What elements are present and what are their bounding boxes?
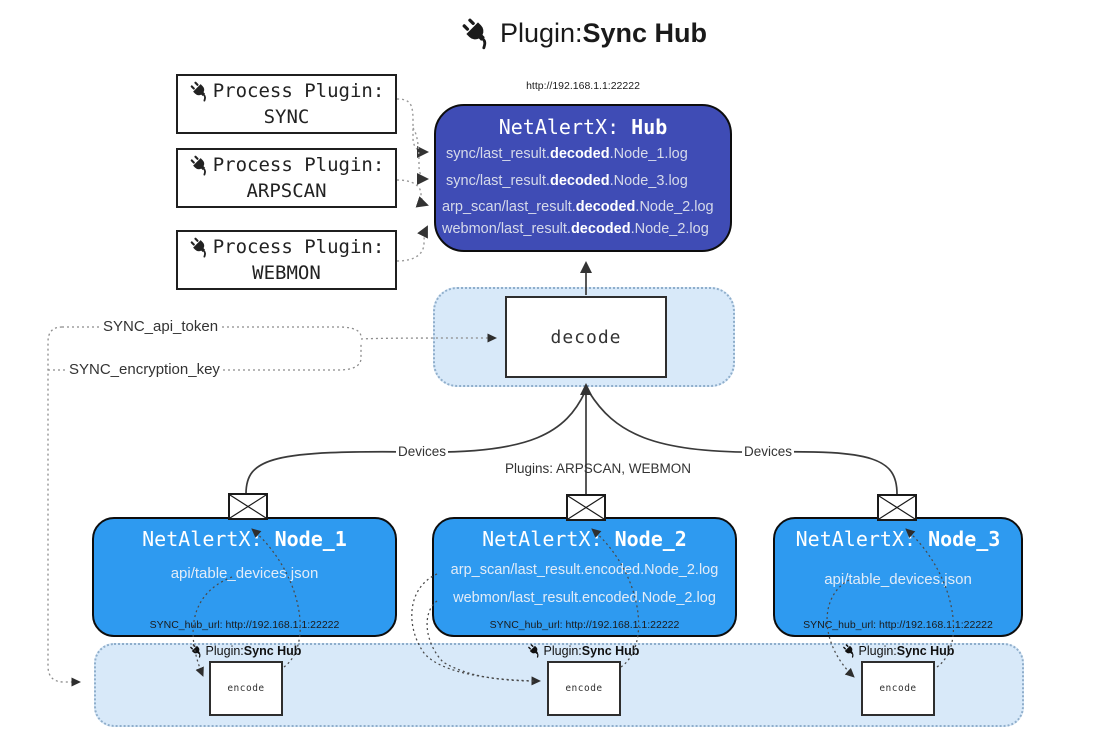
encode-box[interactable]: encode: [861, 661, 935, 716]
hub-title-name: Hub: [631, 115, 668, 139]
edge-devices-right: [588, 391, 898, 495]
encode-label: encode: [227, 683, 265, 694]
edge-sync-to-hub-1: [396, 98, 429, 158]
devices-label-left: Devices: [396, 444, 449, 459]
encode-box[interactable]: encode: [209, 661, 283, 716]
process-plugin-box-arpscan[interactable]: Process Plugin: ARPSCAN: [176, 148, 397, 208]
node-title-prefix: NetAlertX:: [142, 527, 275, 551]
encryption-key-label: SYNC_encryption_key: [66, 361, 223, 378]
node-file-line: api/table_devices.json: [170, 565, 319, 582]
devices-label-right: Devices: [742, 444, 795, 459]
encode-label: encode: [565, 683, 603, 694]
page-title-prefix: Plugin:: [499, 17, 583, 48]
hub-url-label: http://192.168.1.1:22222: [526, 80, 640, 92]
log-pre: sync/last_result.: [446, 146, 550, 162]
node-hub-url: SYNC_hub_url: http://192.168.1.1:22222: [489, 619, 680, 631]
log-post: .Node_2.log: [630, 221, 709, 237]
node-box-node-2[interactable]: NetAlertX: Node_2 arp_scan/last_result.e…: [432, 517, 737, 637]
encode-label: encode: [879, 683, 917, 694]
node-title: NetAlertX: Node_1: [94, 527, 395, 551]
log-bold: decoded: [570, 221, 631, 237]
envelope-icon: [228, 493, 268, 520]
log-post: .Node_1.log: [609, 146, 688, 162]
plugin-label-prefix: Plugin:: [858, 643, 897, 658]
node-box-node-3[interactable]: NetAlertX: Node_3 api/table_devices.json…: [773, 517, 1023, 637]
encode-plugin-label: Plugin: Sync Hub: [170, 643, 320, 658]
process-plugin-name: WEBMON: [252, 262, 321, 284]
plugin-label-name: Sync Hub: [581, 643, 640, 658]
node-file-line: arp_scan/last_result.encoded.Node_2.log: [450, 562, 719, 578]
page-title: Plugin: Sync Hub: [0, 16, 1117, 50]
node-title-name: Node_1: [274, 527, 347, 551]
node-box-node-1[interactable]: NetAlertX: Node_1 api/table_devices.json…: [92, 517, 397, 637]
node-file-line: api/table_devices.json: [824, 571, 972, 588]
plug-icon: [189, 154, 211, 176]
edge-key-to-encode-band: [47, 326, 81, 687]
process-plugin-box-sync[interactable]: Process Plugin: SYNC: [176, 74, 397, 134]
plug-icon: [189, 236, 211, 258]
page-title-name: Sync Hub: [582, 17, 708, 48]
edge-devices-left: [245, 391, 586, 495]
encode-plugin-label: Plugin: Sync Hub: [508, 643, 658, 658]
encode-box[interactable]: encode: [547, 661, 621, 716]
node-file-line: webmon/last_result.encoded.Node_2.log: [453, 590, 716, 606]
edge-sync-to-hub-2: [412, 127, 429, 185]
hub-title: NetAlertX: Hub: [436, 115, 730, 139]
node-hub-url: SYNC_hub_url: http://192.168.1.1:22222: [149, 619, 340, 631]
hub-box[interactable]: NetAlertX: Hub sync/last_result.decoded.…: [434, 104, 732, 252]
log-bold: decoded: [575, 199, 636, 215]
log-pre: sync/last_result.: [446, 173, 550, 189]
hub-log-line: arp_scan/last_result.decoded.Node_2.log: [442, 199, 730, 216]
log-post: .Node_2.log: [635, 199, 714, 215]
api-token-label: SYNC_api_token: [100, 318, 222, 335]
hub-log-line: sync/last_result.decoded.Node_1.log: [446, 146, 734, 163]
plugin-label-name: Sync Hub: [243, 643, 302, 658]
process-plugin-label: Process Plugin:: [212, 154, 385, 176]
edge-arpscan-to-hub: [396, 179, 429, 208]
decode-label: decode: [550, 326, 622, 348]
process-plugin-name: SYNC: [263, 106, 310, 128]
log-bold: decoded: [549, 173, 610, 189]
process-plugin-label: Process Plugin:: [212, 80, 385, 102]
plug-icon: [842, 643, 857, 658]
hub-log-line: webmon/last_result.decoded.Node_2.log: [442, 221, 730, 238]
plugins-label-center: Plugins: ARPSCAN, WEBMON: [505, 461, 692, 476]
plugin-label-name: Sync Hub: [896, 643, 955, 658]
node-title-name: Node_2: [614, 527, 687, 551]
decode-box[interactable]: decode: [505, 296, 667, 378]
log-post: .Node_3.log: [609, 173, 688, 189]
hub-log-line: sync/last_result.decoded.Node_3.log: [446, 173, 734, 190]
log-pre: arp_scan/last_result.: [442, 199, 576, 215]
process-plugin-label: Process Plugin:: [212, 236, 385, 258]
hub-title-prefix: NetAlertX:: [498, 115, 632, 139]
node-title: NetAlertX: Node_2: [434, 527, 735, 551]
node-title-prefix: NetAlertX:: [482, 527, 615, 551]
plugin-label-prefix: Plugin:: [543, 643, 582, 658]
encode-plugin-label: Plugin: Sync Hub: [823, 643, 973, 658]
log-pre: webmon/last_result.: [442, 221, 571, 237]
process-plugin-name: ARPSCAN: [246, 180, 327, 202]
node-title-name: Node_3: [928, 527, 1001, 551]
plug-icon: [189, 80, 211, 102]
node-hub-url: SYNC_hub_url: http://192.168.1.1:22222: [803, 619, 993, 631]
plug-icon: [460, 16, 494, 50]
plugin-label-prefix: Plugin:: [205, 643, 244, 658]
node-title-prefix: NetAlertX:: [795, 527, 929, 551]
plug-icon: [527, 643, 542, 658]
node-title: NetAlertX: Node_3: [775, 527, 1021, 551]
log-bold: decoded: [549, 146, 610, 162]
edge-webmon-to-hub: [396, 225, 428, 262]
plug-icon: [189, 643, 204, 658]
process-plugin-box-webmon[interactable]: Process Plugin: WEBMON: [176, 230, 397, 290]
